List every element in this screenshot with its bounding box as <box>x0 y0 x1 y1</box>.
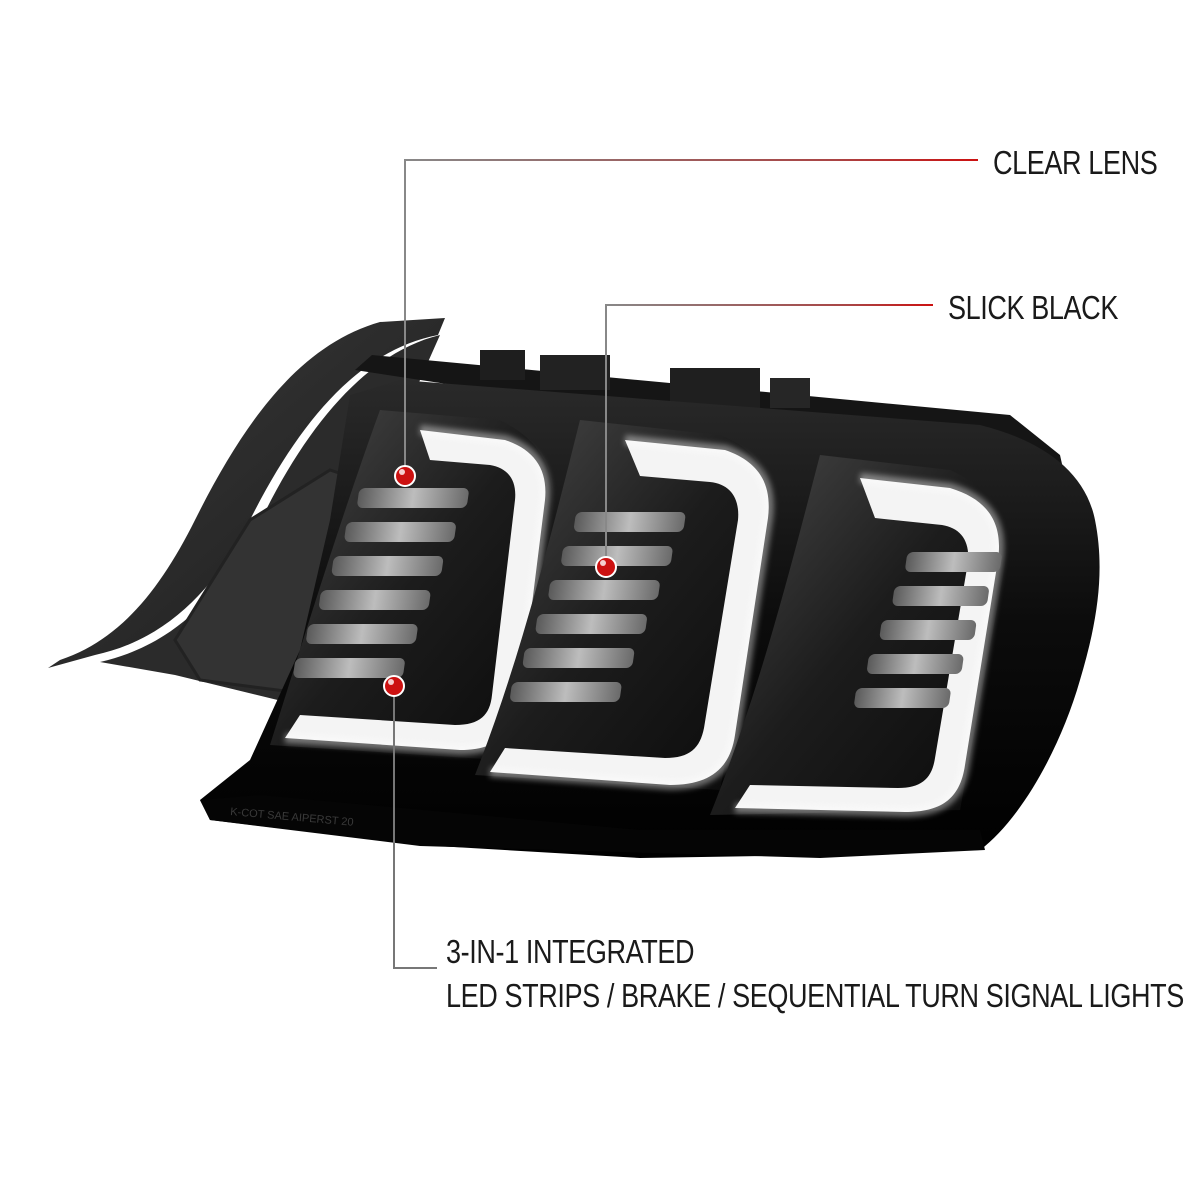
slick-black-marker-dot <box>595 556 617 578</box>
connector-tab-1 <box>480 350 525 380</box>
led-strip-2 <box>490 440 769 785</box>
led-strip-3 <box>735 478 1000 812</box>
connector-tab-4 <box>770 378 810 408</box>
lens-chamber-2 <box>475 420 774 791</box>
integrated-label-line-1: 3-IN-1 INTEGRATED <box>446 933 695 970</box>
housing-bottom-edge <box>200 795 985 858</box>
lens-chamber-3 <box>710 455 1006 818</box>
clear-lens-label: CLEAR LENS <box>993 144 1158 181</box>
slick-black-leader-line <box>605 304 933 566</box>
led-bar-stack-1 <box>293 488 469 678</box>
integrated-led-label: 3-IN-1 INTEGRATED LED STRIPS / BRAKE / S… <box>446 930 1184 1018</box>
led-strip-1 <box>285 430 546 750</box>
connector-tab-3 <box>670 368 760 408</box>
integrated-label-line-2: LED STRIPS / BRAKE / SEQUENTIAL TURN SIG… <box>446 977 1184 1014</box>
led-bar-stack-3 <box>854 552 1002 708</box>
lens-chamber-1 <box>270 410 553 760</box>
integrated-marker-dot <box>383 675 405 697</box>
slick-black-label: SLICK BLACK <box>948 289 1118 326</box>
clear-lens-leader-line <box>404 159 978 474</box>
mounting-flange <box>48 318 445 668</box>
integrated-leader-line <box>393 686 437 969</box>
connector-tab-2 <box>540 355 610 390</box>
clear-lens-marker-dot <box>394 465 416 487</box>
led-bar-stack-2 <box>510 512 686 702</box>
